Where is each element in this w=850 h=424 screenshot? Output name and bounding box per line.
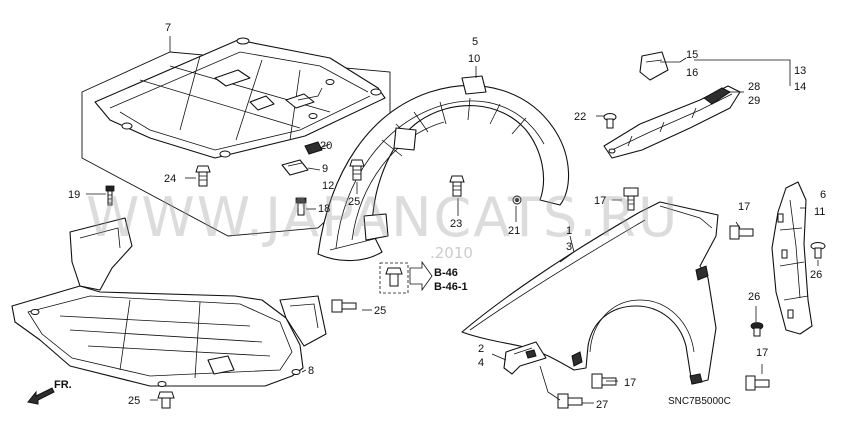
callout-5: 5 <box>472 36 478 48</box>
clip-25-liner <box>349 159 365 181</box>
fender-support-bracket <box>771 181 813 335</box>
reference-b46: B-46 <box>434 267 458 279</box>
callout-25-shield: 25 <box>374 305 386 317</box>
callout-17-right: 17 <box>738 201 750 213</box>
callout-23: 23 <box>450 218 462 230</box>
callout-25-bottom: 25 <box>128 395 140 407</box>
callout-24: 24 <box>164 173 176 185</box>
fender-bracket-2-4 <box>503 341 547 375</box>
callout-17-lower: 17 <box>624 377 636 389</box>
callout-10: 10 <box>468 53 480 65</box>
clip-20 <box>304 141 323 155</box>
callout-9: 9 <box>322 163 328 175</box>
clip-26-upper <box>810 242 826 259</box>
diagram-code: SNC7B5000C <box>668 396 731 407</box>
callout-29: 29 <box>748 95 760 107</box>
bolt-17-lower <box>591 373 617 389</box>
clip-18 <box>295 197 307 216</box>
callout-2: 2 <box>478 343 484 355</box>
callout-12: 12 <box>322 180 334 192</box>
clip-24 <box>195 165 211 187</box>
fender-seal-strip <box>603 85 741 159</box>
callout-26-upper: 26 <box>810 269 822 281</box>
callout-25-liner: 25 <box>348 196 360 208</box>
callout-numbers: 7 5 10 15 16 13 14 28 29 22 20 9 12 18 2… <box>68 22 826 411</box>
callout-4: 4 <box>478 357 484 369</box>
bracket-15-16 <box>639 51 669 81</box>
callout-15: 15 <box>686 49 698 61</box>
callout-1: 1 <box>566 225 572 237</box>
callout-7: 7 <box>165 22 171 34</box>
clip-21 <box>512 195 522 205</box>
watermark-site: WWW.JAPANCATS.RU <box>86 186 679 249</box>
clip-25-shield <box>331 299 357 313</box>
front-direction-label: FR. <box>54 379 72 391</box>
watermark-year: .2010 <box>430 244 473 262</box>
front-direction-arrow: FR. <box>27 379 72 405</box>
callout-14: 14 <box>794 81 806 93</box>
callout-26-lower: 26 <box>748 291 760 303</box>
callout-28: 28 <box>748 81 760 93</box>
callout-11: 11 <box>814 206 825 218</box>
callout-21: 21 <box>508 225 520 237</box>
engine-undercover-upper <box>81 37 391 237</box>
callout-6: 6 <box>820 189 826 201</box>
splash-shield-lower <box>11 217 327 387</box>
reference-b46-1: B-46-1 <box>434 281 468 293</box>
leader-lines <box>86 36 819 404</box>
front-fender <box>461 201 719 385</box>
screw-19 <box>105 185 115 206</box>
clip-22 <box>603 113 617 129</box>
callout-22: 22 <box>574 111 586 123</box>
bolt-17-right <box>729 225 754 240</box>
callout-3: 3 <box>566 241 572 253</box>
clip-26-lower <box>750 322 764 337</box>
clip-25-bottom <box>157 391 175 409</box>
callout-17-upper: 17 <box>594 195 606 207</box>
inner-fender-liner <box>317 75 570 262</box>
callout-20: 20 <box>320 140 332 152</box>
clip-23 <box>449 175 465 197</box>
bolt-17-upper <box>623 187 639 211</box>
callout-16: 16 <box>686 67 698 79</box>
callout-19: 19 <box>68 189 80 201</box>
callout-27: 27 <box>596 399 608 411</box>
bolt-17-lower-right <box>745 375 770 391</box>
callout-13: 13 <box>794 65 806 77</box>
reference-clip <box>379 260 433 294</box>
bolt-27 <box>557 393 583 409</box>
callout-8: 8 <box>308 365 314 377</box>
clip-9-12 <box>281 159 309 176</box>
callout-18: 18 <box>318 203 330 215</box>
callout-17-lower-right: 17 <box>756 347 768 359</box>
